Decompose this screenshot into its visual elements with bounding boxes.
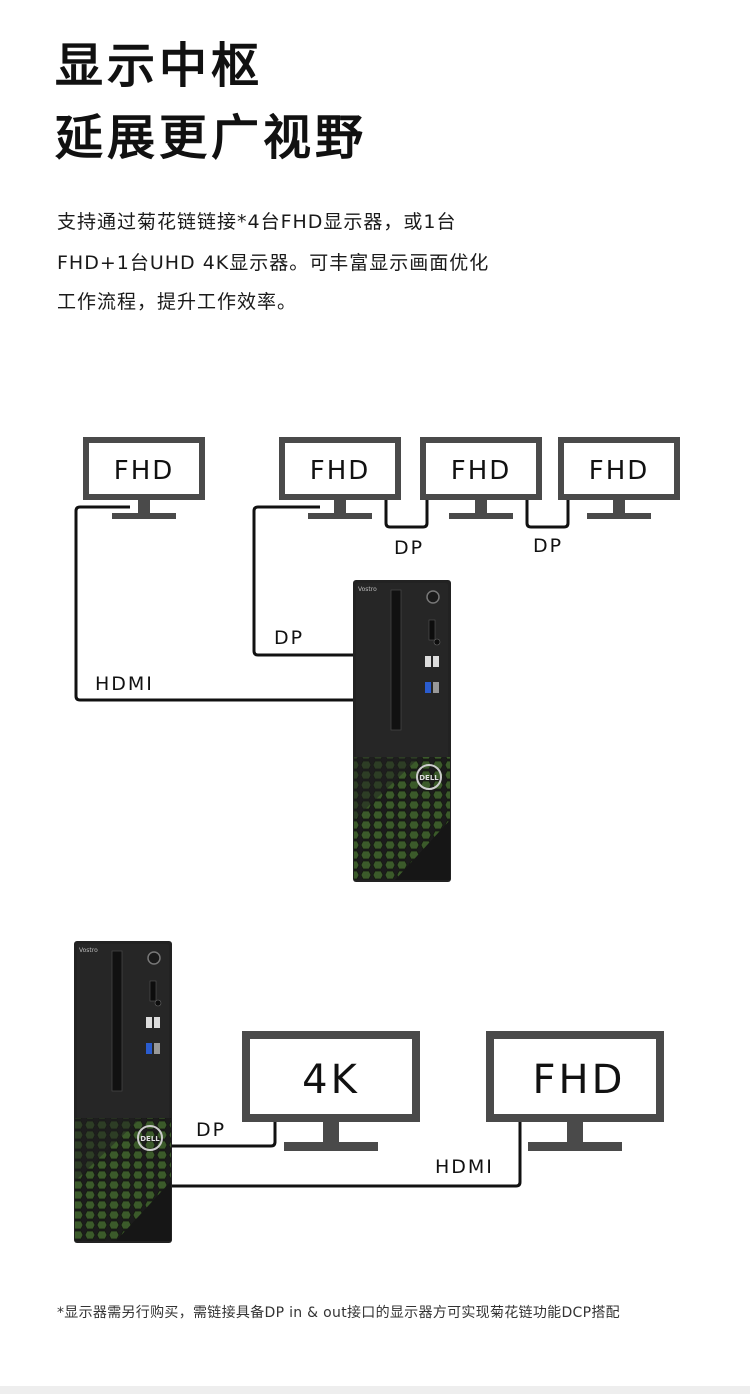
- monitor-label: 4K: [302, 1057, 360, 1103]
- footnote: *显示器需另行购买，需链接具备DP in & out接口的显示器方可实现菊花链功…: [57, 1305, 620, 1321]
- bottom-divider: [0, 1386, 750, 1394]
- dp-chain-cable-1: [384, 500, 429, 529]
- monitor-label: FHD: [114, 456, 175, 486]
- monitor-fhd-4: FHD: [558, 437, 680, 519]
- hdmi-cable-top: [74, 505, 354, 702]
- monitor-label: FHD: [533, 1057, 626, 1103]
- dp-cable-bottom: [170, 1122, 277, 1148]
- pc-logo-label: DELL: [140, 1135, 160, 1143]
- monitor-fhd-1: FHD: [83, 437, 205, 519]
- pc-logo-label: DELL: [419, 774, 439, 782]
- headline-line2: 延展更广视野: [55, 110, 368, 166]
- pc-tower-top: Vostro DELL: [353, 580, 451, 882]
- bottom-cables: [170, 1122, 522, 1188]
- monitor-4k: 4K: [242, 1031, 420, 1151]
- pc-tower-bottom: Vostro DELL: [74, 941, 172, 1243]
- top-cables: [74, 500, 570, 702]
- dp-label-chain-1: DP: [394, 537, 424, 559]
- monitor-fhd-2: FHD: [279, 437, 401, 519]
- dp-cable-top-main: [252, 505, 354, 657]
- description-line3: 工作流程，提升工作效率。: [57, 291, 298, 313]
- dp-label-bottom: DP: [196, 1119, 226, 1141]
- description-line2: FHD+1台UHD 4K显示器。可丰富显示画面优化: [57, 252, 490, 274]
- dp-label-top-main: DP: [274, 627, 304, 649]
- pc-brand-label: Vostro: [79, 947, 98, 954]
- description-line1: 支持通过菊花链链接*4台FHD显示器，或1台: [57, 211, 457, 233]
- hdmi-label-top: HDMI: [95, 673, 154, 695]
- dp-label-chain-2: DP: [533, 535, 563, 557]
- monitor-label: FHD: [451, 456, 512, 486]
- dell-logo-icon: [137, 1125, 163, 1151]
- hdmi-cable-bottom: [170, 1122, 522, 1188]
- power-button-icon: [426, 590, 440, 604]
- monitor-label: FHD: [589, 456, 650, 486]
- monitor-fhd-3: FHD: [420, 437, 542, 519]
- pc-brand-label: Vostro: [358, 586, 377, 593]
- dell-logo-icon: [416, 764, 442, 790]
- monitor-label: FHD: [310, 456, 371, 486]
- dp-chain-cable-2: [525, 500, 570, 529]
- hdmi-label-bottom: HDMI: [435, 1156, 494, 1178]
- power-button-icon: [147, 951, 161, 965]
- headline-line1: 显示中枢: [55, 38, 264, 94]
- monitor-fhd-bottom: FHD: [486, 1031, 664, 1151]
